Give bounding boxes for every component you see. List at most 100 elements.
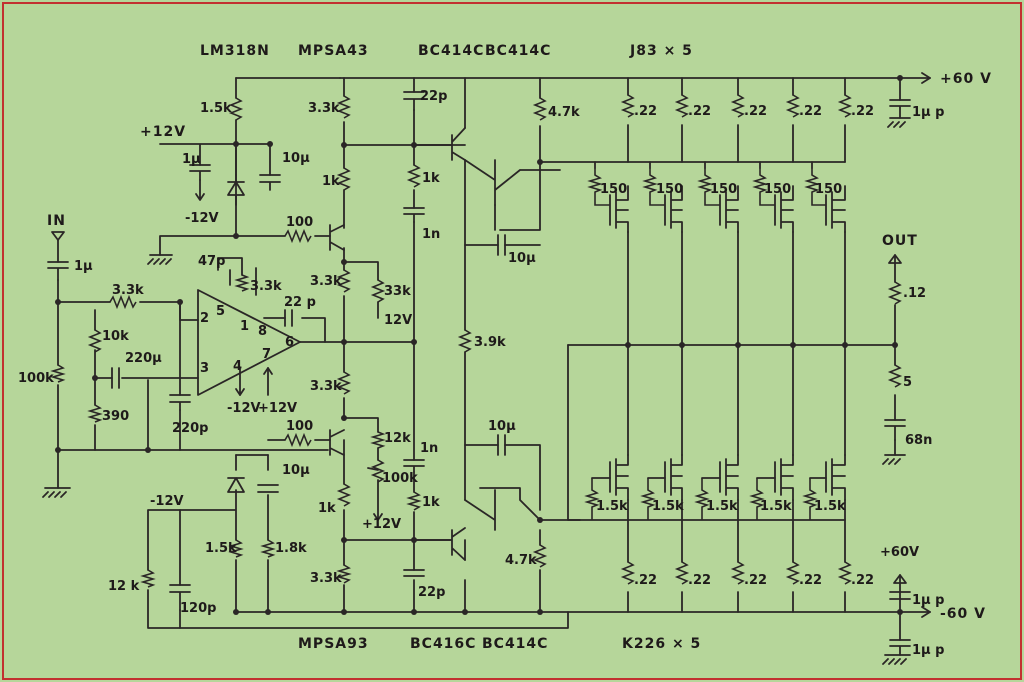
value-c18: 1μ p <box>912 593 944 608</box>
value-r9: 1k <box>422 495 440 510</box>
opamp-pin-1: 1 <box>240 319 249 334</box>
opamp-pin-7: 7 <box>262 347 271 362</box>
label-lm318n: LM318N <box>200 43 270 59</box>
label-out: OUT <box>882 233 918 249</box>
label-bc414c-2: BC414C <box>485 43 551 59</box>
component-labels: LM318N MPSA43 BC414C BC414C J83 × 5 +60 … <box>47 43 992 652</box>
value-c13: 220p <box>172 421 208 436</box>
value-r12: 4.7k <box>505 553 537 568</box>
value-c9: 1μ <box>182 152 201 167</box>
value-c16: 68n <box>905 433 932 448</box>
value-plus12-pot: +12V <box>362 517 401 532</box>
value-top-src-1: .22 <box>634 104 657 119</box>
label-in: IN <box>47 213 66 229</box>
label-plus60v: +60 V <box>940 71 992 87</box>
value-r14: 12k <box>384 431 411 446</box>
label-bc414c-1: BC414C <box>418 43 484 59</box>
value-c19: 1μ p <box>912 643 944 658</box>
label-j83: J83 × 5 <box>629 43 693 59</box>
value-r17: 3.3k <box>112 283 144 298</box>
value-bot-src-3: .22 <box>744 573 767 588</box>
value-gate-1: 150 <box>600 182 627 197</box>
value-r23: 1.8k <box>275 541 307 556</box>
ground-symbols <box>42 117 911 665</box>
value-r20: 390 <box>102 409 129 424</box>
value-r22: 1.5k <box>205 541 237 556</box>
label-minus12v-top: -12V <box>185 211 219 226</box>
value-labels: 1.5k 3.3k 1k 3.3k 3.3k 1k 3.3k 1k 1k 3.9… <box>18 89 944 658</box>
value-gate-4: 150 <box>764 182 791 197</box>
value-bot-src-1: .22 <box>634 573 657 588</box>
value-bot-src-2: .22 <box>688 573 711 588</box>
value-r11: 4.7k <box>548 105 580 120</box>
value-c7: 10μ <box>488 419 516 434</box>
resistors <box>50 94 903 588</box>
value-r2: 3.3k <box>308 101 340 116</box>
value-r10: 3.9k <box>474 335 506 350</box>
junction-dots <box>55 75 903 615</box>
transistors <box>329 127 466 561</box>
value-r16: 100 <box>286 419 313 434</box>
value-c8: 10μ <box>282 463 310 478</box>
value-c12: 220μ <box>125 351 162 366</box>
value-c17: 1μ p <box>912 105 944 120</box>
value-top-src-3: .22 <box>744 104 767 119</box>
value-r4: 3.3k <box>310 274 342 289</box>
value-v12: 12V <box>384 313 412 328</box>
value-r8: 1k <box>422 171 440 186</box>
value-gate-lo-3: 1.5k <box>706 499 738 514</box>
label-mpsa43: MPSA43 <box>298 43 369 59</box>
opamp-pin-5: 5 <box>216 304 225 319</box>
label-mpsa93: MPSA93 <box>298 636 369 652</box>
value-r3: 1k <box>322 174 340 189</box>
value-r24: 3.3k <box>250 279 282 294</box>
value-r21: 12 k <box>108 579 140 594</box>
label-plus60v-small: +60V <box>880 545 919 560</box>
value-gate-lo-2: 1.5k <box>652 499 684 514</box>
value-c10: 1μ <box>74 259 93 274</box>
opamp-pin-2: 2 <box>200 311 209 326</box>
value-c4: 22p <box>418 585 445 600</box>
value-top-src-2: .22 <box>688 104 711 119</box>
value-r5: 3.3k <box>310 379 342 394</box>
value-gate-lo-4: 1.5k <box>760 499 792 514</box>
value-gate-lo-1: 1.5k <box>596 499 628 514</box>
opamp-triangle <box>197 289 301 396</box>
label-bc414c-3: BC414C <box>482 636 548 652</box>
value-gate-3: 150 <box>710 182 737 197</box>
value-r7: 3.3k <box>310 571 342 586</box>
value-r25: .12 <box>903 286 926 301</box>
label-bc416c: BC416C <box>410 636 476 652</box>
opamp-pin-4: 4 <box>233 359 242 374</box>
value-bot-src-5: .22 <box>851 573 874 588</box>
label-plus12v: +12V <box>140 124 186 140</box>
value-bot-src-4: .22 <box>799 573 822 588</box>
arrows <box>51 72 931 618</box>
value-pot: 100k <box>382 471 418 486</box>
value-c2: 1n <box>422 227 440 242</box>
value-opamp-minus12: -12V <box>227 401 261 416</box>
value-r13: 33k <box>384 284 411 299</box>
opamp-pin-6: 6 <box>285 335 294 350</box>
value-r18: 10k <box>102 329 129 344</box>
value-r15: 100 <box>286 215 313 230</box>
value-c5: 10μ <box>282 151 310 166</box>
value-c14: 120p <box>180 601 216 616</box>
value-c3: 1n <box>420 441 438 456</box>
value-c1: 22p <box>420 89 447 104</box>
value-c15: 22 p <box>284 295 316 310</box>
value-gate-5: 150 <box>815 182 842 197</box>
value-top-src-5: .22 <box>851 104 874 119</box>
value-gate-2: 150 <box>656 182 683 197</box>
zener-diodes <box>227 174 245 493</box>
value-c11: 47p <box>198 254 225 269</box>
value-opamp-plus12: +12V <box>258 401 297 416</box>
value-r1: 1.5k <box>200 101 232 116</box>
label-minus12v-bottom: -12V <box>150 494 184 509</box>
mosfets <box>609 185 846 501</box>
label-k226: K226 × 5 <box>622 636 701 652</box>
value-r26: 5 <box>903 375 912 390</box>
